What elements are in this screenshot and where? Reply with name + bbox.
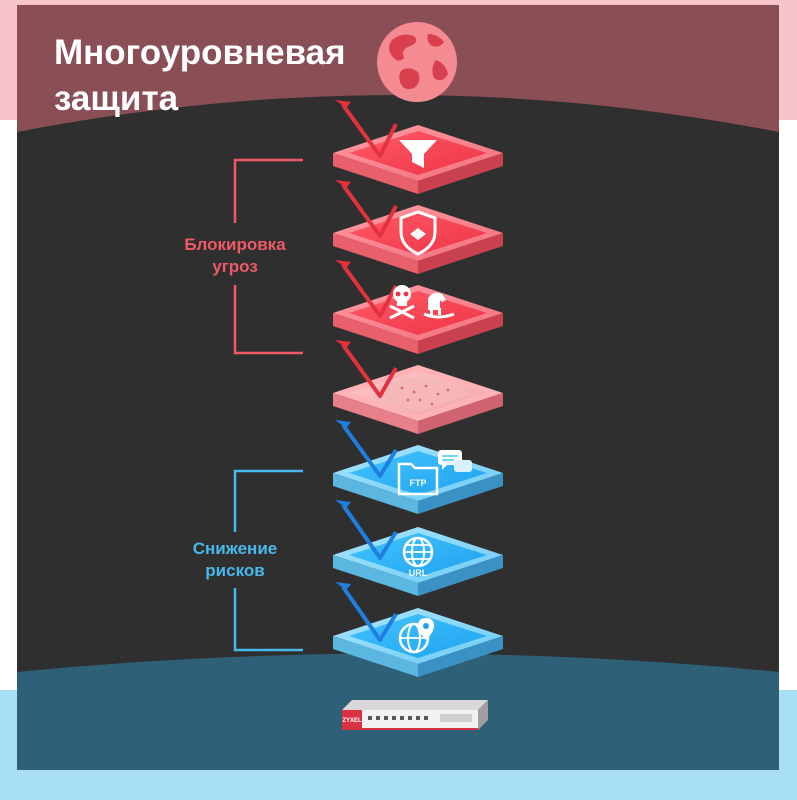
ftp-label: FTP [410, 478, 427, 488]
device-brand: ZYXEL [342, 718, 362, 724]
threat-blocking-label-1: Блокировка [184, 235, 286, 254]
risk-reduction-label-2: рисков [205, 561, 264, 580]
risk-reduction-label-1: Снижение [193, 539, 277, 558]
title-line1: Многоуровневая [54, 33, 346, 72]
title-line2: защита [54, 79, 179, 118]
url-label: URL [409, 568, 428, 578]
threat-blocking-label-2: угроз [212, 257, 258, 276]
world-globe-icon [377, 22, 457, 102]
firewall-appliance-icon: ZYXEL [342, 700, 488, 730]
